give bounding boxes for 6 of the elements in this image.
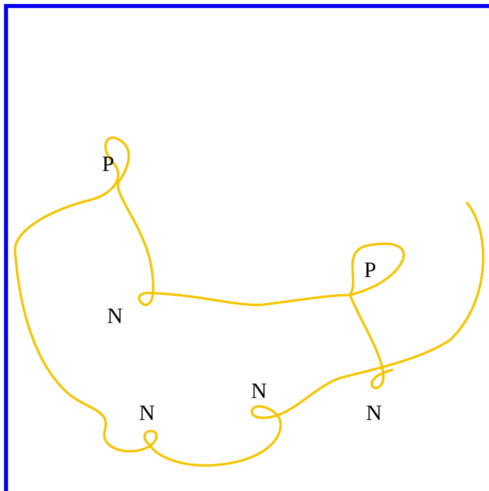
curve-label: N — [139, 402, 155, 424]
curve-label: P — [102, 153, 114, 175]
curve-label: N — [107, 305, 123, 327]
curve-label: N — [366, 402, 382, 424]
curve-label: N — [251, 380, 267, 402]
curve-label: P — [364, 259, 376, 281]
